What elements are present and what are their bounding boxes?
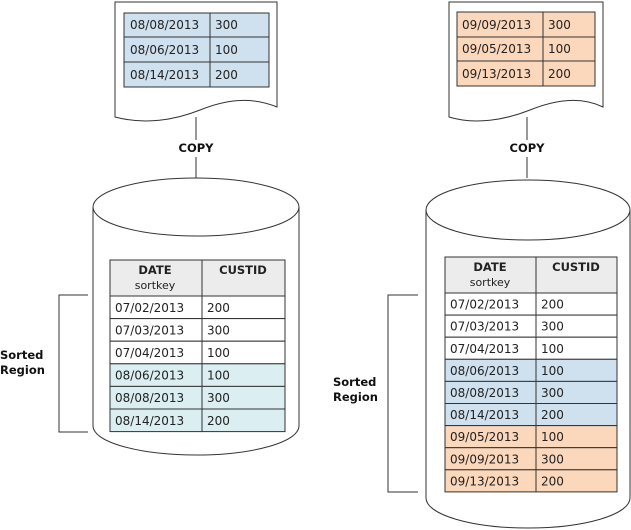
left-table-header-custid-label: CUSTID (219, 263, 267, 277)
left-table-row-1-date: 07/03/2013 (115, 323, 184, 337)
right-table-row-7-custid: 300 (541, 452, 564, 466)
left-table-row-5-custid-cell (201, 408, 286, 433)
right-panel: 09/09/2013 300 09/05/2013 100 09/13/2013… (333, 1, 631, 529)
right-table-header-sortkey-label: sortkey (470, 276, 511, 289)
right-source-row-2-value: 200 (548, 67, 571, 81)
left-table-row-3-date: 08/06/2013 (115, 369, 184, 383)
right-table-header-custid-label: CUSTID (552, 260, 600, 274)
right-sorted-region-label-line1: Sorted (333, 375, 376, 389)
left-cylinder-top (92, 177, 300, 237)
right-table-row-2-custid: 100 (541, 342, 564, 356)
right-table-row-4-custid: 300 (541, 386, 564, 400)
right-source-row-0-date-cell (456, 11, 544, 38)
left-panel: 08/08/2013 300 08/06/2013 100 08/14/2013… (0, 1, 300, 456)
right-table-row-5-date: 08/14/2013 (450, 408, 519, 422)
left-source-row-0-value: 300 (215, 18, 238, 32)
right-table-row-8-custid-cell (535, 469, 618, 493)
left-source-row-2-value: 200 (215, 68, 238, 82)
left-source-table: 08/08/2013 300 08/06/2013 100 08/14/2013… (123, 12, 270, 88)
right-table-row-1-date: 07/03/2013 (450, 320, 519, 334)
left-source-row-2-date: 08/14/2013 (130, 68, 199, 82)
right-table-row-6-date: 09/05/2013 (450, 430, 519, 444)
left-source-row-0-date: 08/08/2013 (130, 18, 199, 32)
right-source-row-0-date: 09/09/2013 (462, 18, 531, 32)
right-table-row-3-date: 08/06/2013 (450, 364, 519, 378)
left-source-row-2-date-cell (123, 61, 211, 88)
right-source-row-1-value-cell (542, 36, 596, 62)
right-table-row-8-custid: 200 (541, 474, 564, 488)
right-table-row-3-custid: 100 (541, 364, 564, 378)
right-source-row-0-value: 300 (548, 18, 571, 32)
right-table-row-4-date: 08/08/2013 (450, 386, 519, 400)
left-table-row-0-date: 07/02/2013 (115, 301, 184, 315)
right-copy-label: COPY (510, 141, 546, 155)
left-source-row-1-date: 08/06/2013 (130, 43, 199, 57)
right-table-header-date-label: DATE (473, 260, 506, 274)
right-table-header-date (444, 256, 537, 294)
right-table-rows: 07/02/2013 200 07/03/2013 300 07/04/2013 100 0… (444, 292, 618, 493)
left-source-row-1-date-cell (123, 36, 211, 63)
left-table-rows: 07/02/2013 200 07/03/2013 300 07/04/2013 100 0… (109, 295, 286, 433)
left-sorted-region-label-line1: Sorted (0, 348, 43, 362)
right-table-row-8-date: 09/13/2013 (450, 474, 519, 488)
right-table: DATE sortkey CUSTID 07/02/2013 200 07/03/2… (444, 256, 618, 493)
left-source-row-2-value-cell (209, 61, 270, 88)
right-source-row-2-value-cell (542, 60, 596, 87)
left-copy-label: COPY (179, 141, 215, 155)
right-source-table: 09/09/2013 300 09/05/2013 100 09/13/2013… (456, 11, 596, 87)
left-table: DATE sortkey CUSTID 07/02/2013 200 07/03/2… (109, 259, 286, 433)
right-source-row-1-value: 100 (548, 42, 571, 56)
left-source-row-1-value: 100 (215, 43, 238, 57)
left-table-row-4-date: 08/08/2013 (115, 391, 184, 405)
left-source-row-1-value-cell (209, 36, 270, 63)
right-cylinder-top (425, 179, 631, 241)
left-table-header-date (109, 259, 203, 297)
right-table-row-2-date: 07/04/2013 (450, 342, 519, 356)
right-table-row-7-date: 09/09/2013 (450, 452, 519, 466)
left-table-row-0-custid: 200 (207, 301, 230, 315)
right-source-row-1-date: 09/05/2013 (462, 42, 531, 56)
left-table-row-4-custid: 300 (207, 391, 230, 405)
right-table-header-custid (535, 256, 618, 294)
left-table-row-1-custid: 300 (207, 323, 230, 337)
left-table-row-2-date: 07/04/2013 (115, 346, 184, 360)
right-source-row-2-date: 09/13/2013 (462, 67, 531, 81)
right-table-row-5-custid: 200 (541, 408, 564, 422)
left-table-row-5-date: 08/14/2013 (115, 414, 184, 428)
right-source-document: 09/09/2013 300 09/05/2013 100 09/13/2013… (448, 1, 604, 122)
right-table-row-0-date: 07/02/2013 (450, 298, 519, 312)
left-sorted-region-label-line2: Region (0, 363, 45, 377)
left-sorted-region-bracket (58, 294, 88, 433)
right-table-row-1-custid: 300 (541, 320, 564, 334)
right-table-row-0-custid: 200 (541, 298, 564, 312)
left-table-row-3-custid: 100 (207, 369, 230, 383)
left-table-header-date-label: DATE (138, 263, 171, 277)
left-table-row-2-custid: 100 (207, 346, 230, 360)
left-table-row-5-custid: 200 (207, 414, 230, 428)
right-source-row-1-date-cell (456, 36, 544, 62)
right-sorted-region-label-line2: Region (333, 390, 378, 404)
right-sorted-region-bracket (387, 294, 418, 493)
left-table-header-sortkey-label: sortkey (135, 279, 176, 292)
right-table-row-6-custid: 100 (541, 430, 564, 444)
left-source-document: 08/08/2013 300 08/06/2013 100 08/14/2013… (114, 1, 278, 122)
